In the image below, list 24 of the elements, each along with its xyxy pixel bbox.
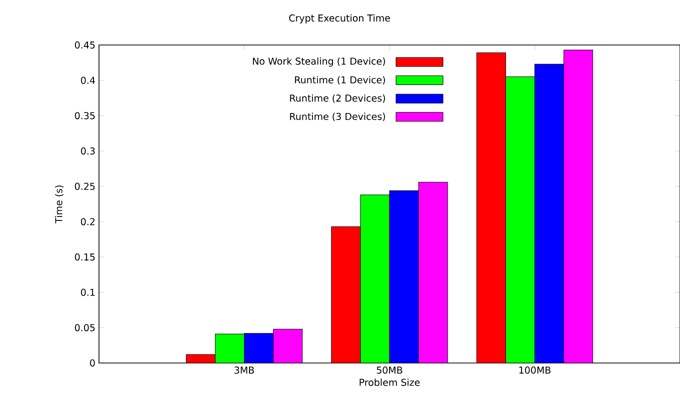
legend-entry: Runtime (3 Devices) — [290, 112, 444, 122]
y-tick-label: 0.45 — [74, 41, 95, 49]
y-tick-label: 0.05 — [74, 324, 95, 332]
y-tick-label: 0.35 — [74, 112, 95, 120]
x-tick-label: 3MB — [234, 366, 254, 374]
x-tick-label: 100MB — [519, 366, 551, 374]
y-tick-label: 0.4 — [80, 76, 95, 84]
y-tick-label: 0.1 — [80, 288, 95, 296]
legend-label: Runtime (1 Device) — [295, 76, 385, 85]
y-tick-label: 0.15 — [74, 253, 95, 261]
legend-label: Runtime (2 Devices) — [290, 94, 385, 103]
x-tick-label: 50MB — [376, 366, 402, 374]
y-tick-label: 0.2 — [80, 218, 95, 226]
legend-entry: No Work Stealing (1 Device) — [252, 57, 444, 67]
chart-title: Crypt Execution Time — [289, 14, 390, 24]
y-tick-label: 0.25 — [74, 182, 95, 190]
y-tick-label: 0 — [90, 359, 95, 367]
y-tick-label: 0.3 — [80, 147, 95, 155]
legend-label: Runtime (3 Devices) — [290, 112, 385, 122]
legend-entry: Runtime (2 Devices) — [290, 94, 444, 104]
y-axis-title: Time (s) — [54, 186, 64, 224]
x-axis-title: Problem Size — [360, 378, 420, 386]
legend-label: No Work Stealing (1 Device) — [252, 57, 385, 67]
legend-entry: Runtime (1 Device) — [295, 76, 444, 86]
